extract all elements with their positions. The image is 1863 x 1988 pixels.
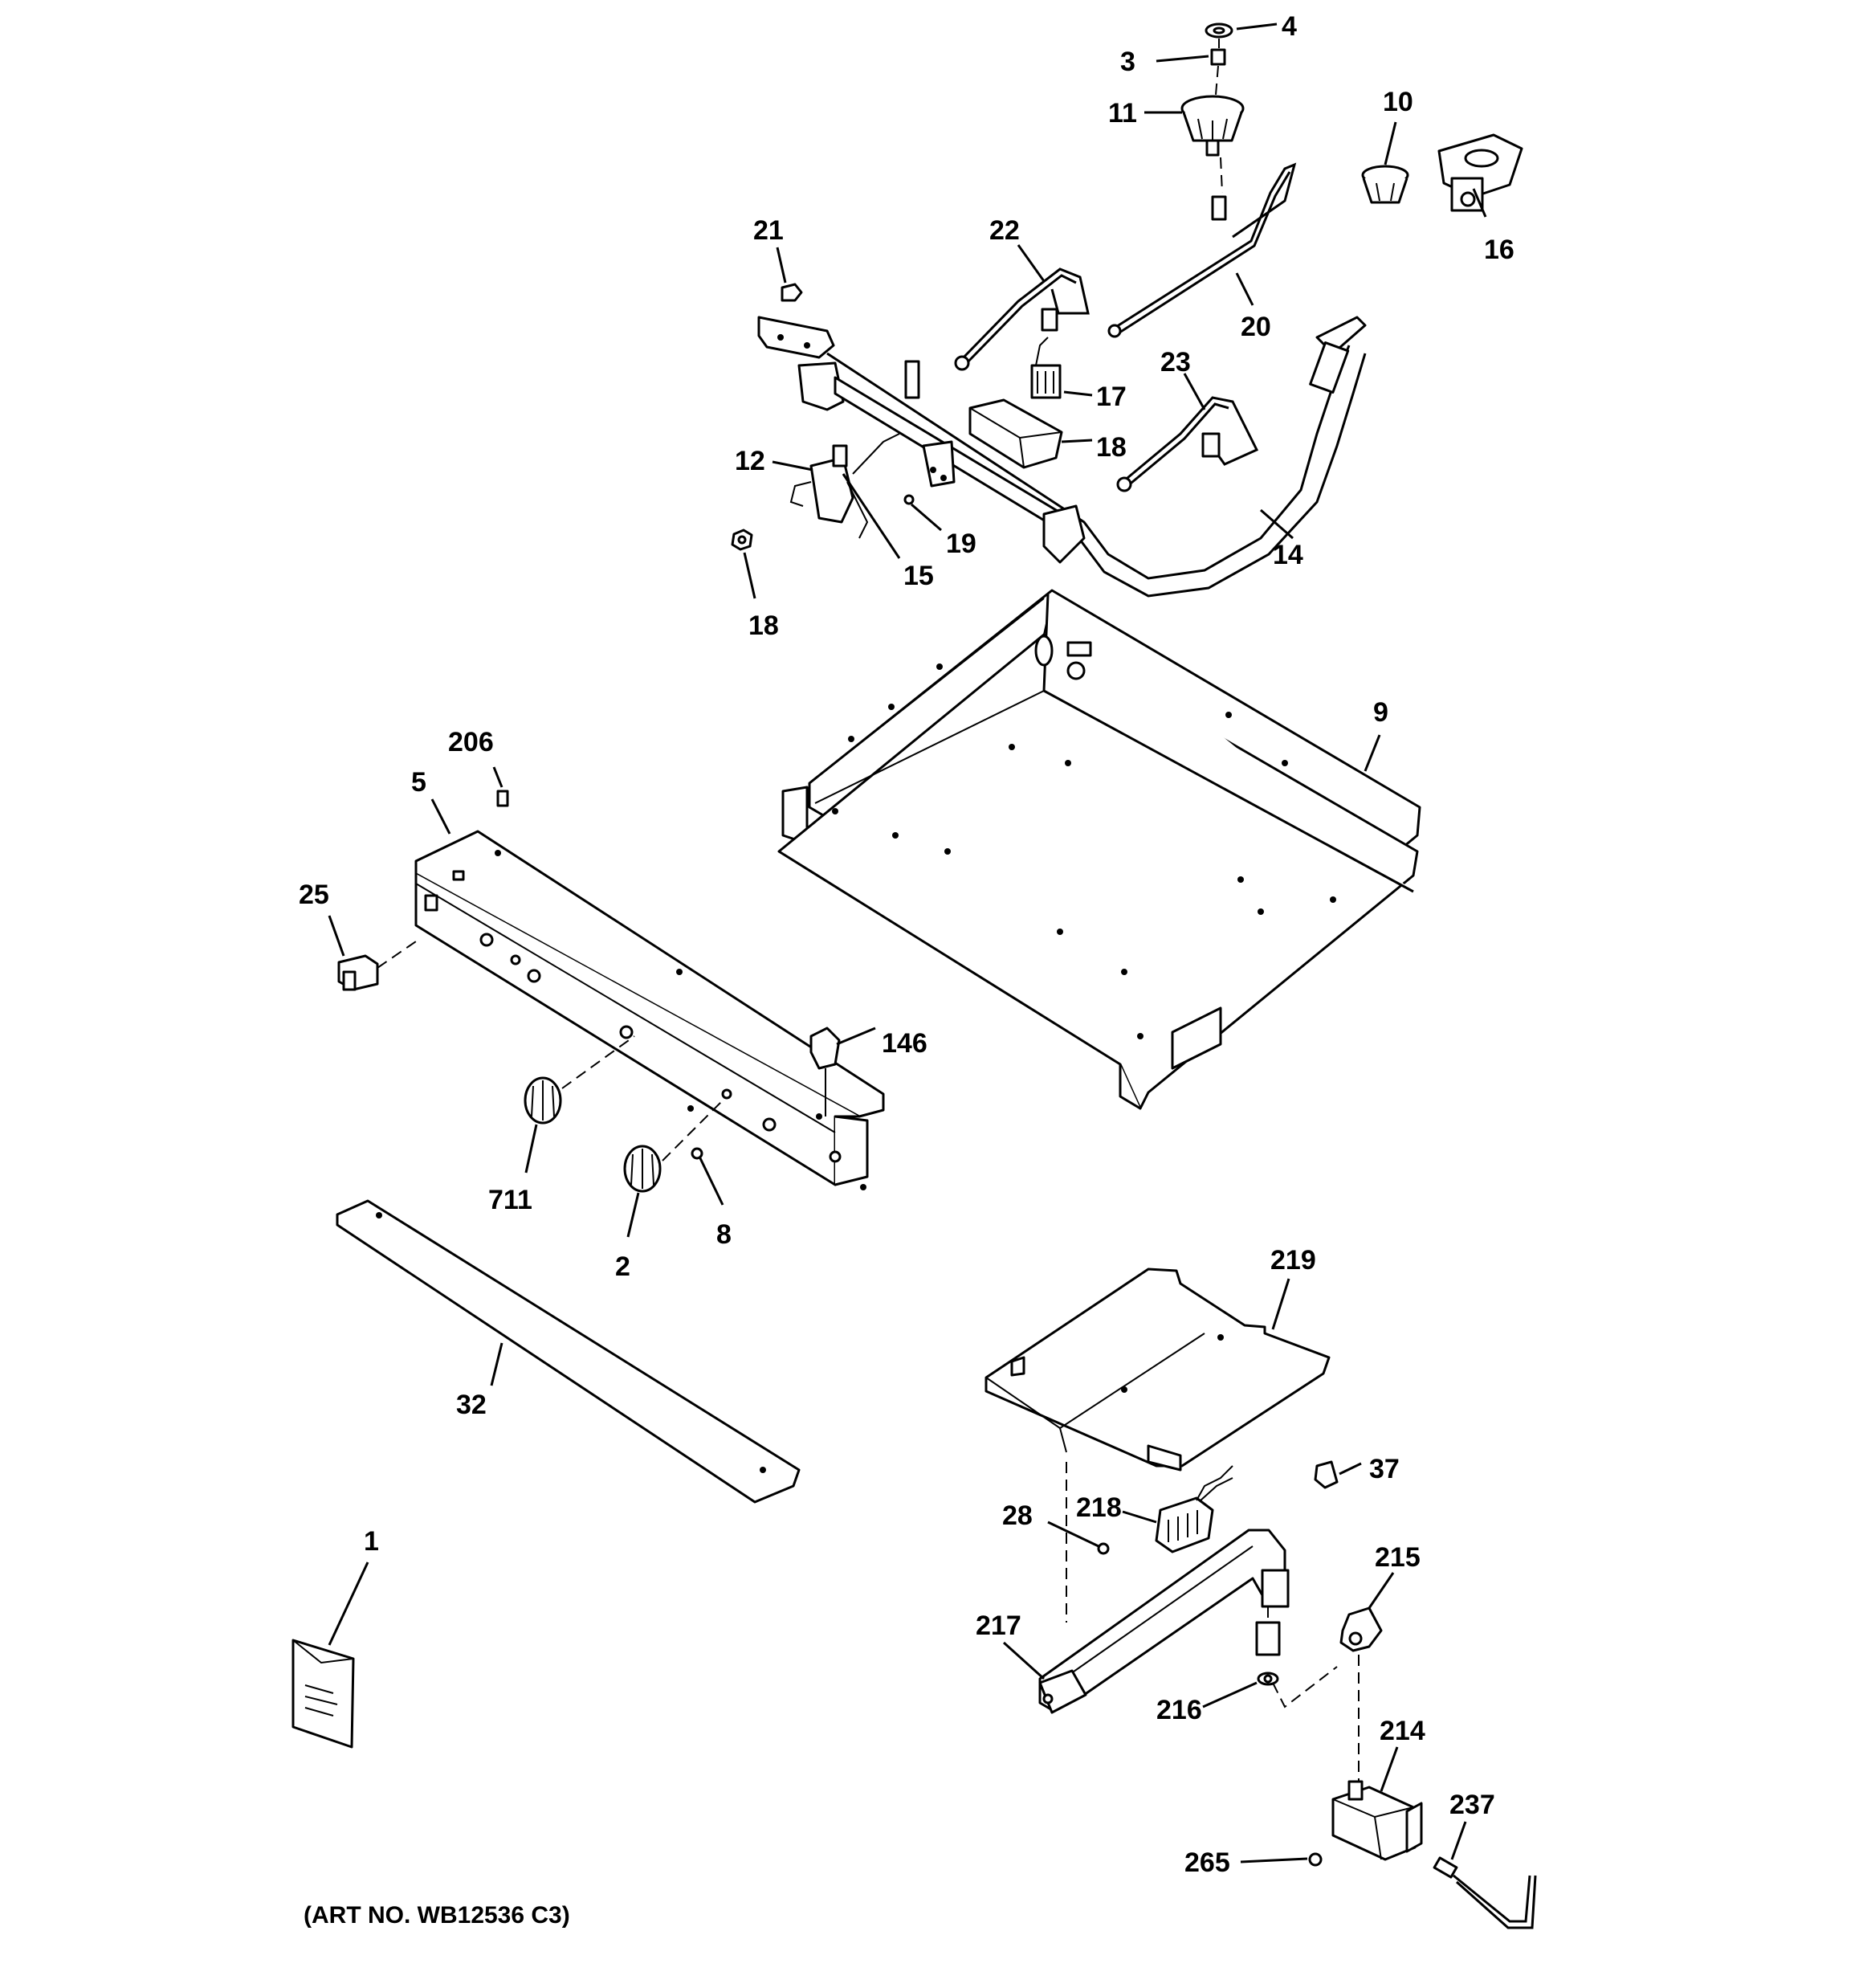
callout-18-bracket: 18 [1096,432,1127,463]
callout-16: 16 [1484,235,1514,265]
callout-25: 25 [299,880,329,910]
part-14-manifold-pipe [822,316,1367,598]
callout-labels: 4 3 11 10 16 21 22 20 23 17 18 12 19 15 … [299,11,1514,1929]
part-4-nut [1205,22,1233,39]
part-3-orifice [1210,48,1226,66]
callout-219: 219 [1270,1245,1316,1276]
callout-14: 14 [1273,540,1303,570]
part-711-knob [524,1076,562,1125]
part-37-clip [1314,1460,1339,1489]
callout-32: 32 [456,1390,487,1420]
callout-37: 37 [1369,1454,1400,1484]
callout-5: 5 [411,767,426,798]
part-216-orifice-holder [1255,1621,1281,1686]
callout-265: 265 [1184,1847,1230,1878]
callout-146: 146 [882,1028,927,1059]
callout-237: 237 [1449,1790,1495,1820]
part-17-igniter-switch [1030,337,1062,399]
leader-lines [328,22,1487,1863]
callout-20: 20 [1241,312,1271,342]
part-265-screw [1308,1852,1323,1867]
callout-216: 216 [1156,1695,1202,1725]
callout-217: 217 [976,1610,1021,1641]
part-218-igniter [1155,1465,1233,1553]
part-21-screw [781,283,803,302]
part-12-valve [789,433,900,539]
callout-1: 1 [364,1526,379,1557]
callout-17: 17 [1096,382,1127,412]
callout-206: 206 [448,727,494,757]
part-8-screw [691,1147,703,1160]
callout-218: 218 [1076,1492,1122,1523]
part-11-burner-head [1180,95,1245,157]
callout-15: 15 [903,561,934,591]
part-23-tube [1116,396,1259,492]
part-215-bracket [1339,1606,1383,1652]
callout-3: 3 [1120,47,1135,77]
part-206-screw [496,790,509,807]
part-18-bracket [968,398,1063,469]
part-20-tube [1107,162,1297,338]
part-214-thermostat-valve [1331,1780,1423,1861]
callout-19: 19 [946,529,976,559]
callout-28: 28 [1002,1500,1033,1531]
part-2-knob [623,1145,662,1193]
part-5-control-panel [414,830,885,1190]
part-1-literature [291,1639,355,1749]
callout-10: 10 [1383,87,1413,117]
part-18-nut [731,529,753,551]
callout-23: 23 [1160,347,1191,378]
callout-4: 4 [1282,11,1297,42]
callout-18-nut: 18 [748,610,779,641]
part-28-screw [1097,1542,1110,1555]
callout-215: 215 [1375,1542,1421,1573]
callout-214: 214 [1380,1716,1425,1746]
callout-22: 22 [989,215,1020,246]
part-19-screw [903,494,915,505]
art-number-caption: (ART NO. WB12536 C3) [304,1902,570,1929]
part-16-valve [1437,133,1523,212]
part-32-trim-strip [336,1199,801,1504]
manifold-rail [757,316,1086,564]
part-219-baffle [984,1268,1331,1472]
part-9-burner-box [777,589,1421,1110]
part-22-tube [954,267,1090,371]
part-10-burner-head [1361,165,1409,204]
callout-8: 8 [716,1219,732,1250]
part-25-switch [337,954,379,991]
callout-711: 711 [488,1185,532,1215]
part-217-burner-tube [1038,1529,1290,1714]
callout-12: 12 [735,446,765,476]
callout-2: 2 [615,1251,630,1282]
part-237-fitting-tube [1433,1856,1537,1929]
callout-11: 11 [1108,98,1137,129]
callout-9: 9 [1373,697,1388,728]
part-146-clip [809,1027,841,1116]
callout-21: 21 [753,215,784,246]
